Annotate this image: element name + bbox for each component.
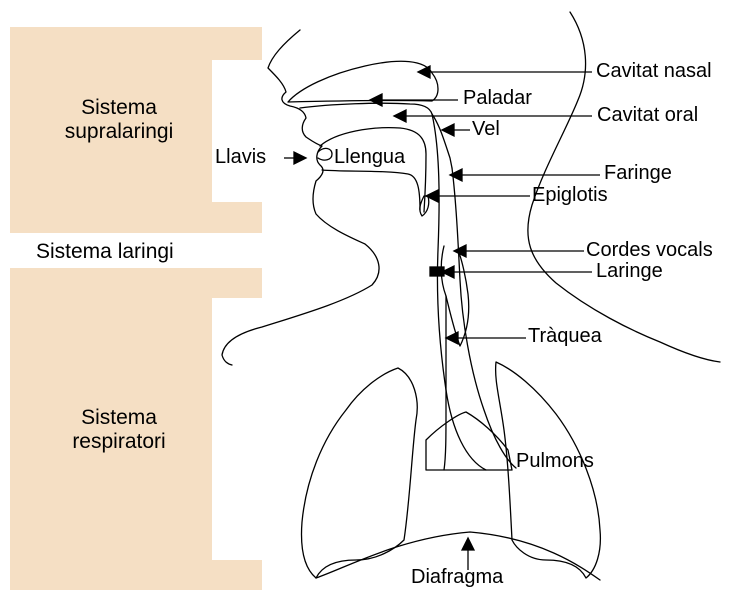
supralaryngeal-label-line1: Sistema bbox=[54, 96, 184, 120]
pharynx-front-wall bbox=[432, 114, 486, 470]
arrow-vel bbox=[442, 124, 470, 136]
label-epiglotis: Epiglotis bbox=[532, 184, 608, 207]
arrow-llavis bbox=[284, 152, 306, 164]
arrow-laringe bbox=[430, 266, 592, 278]
label-llengua: Llengua bbox=[334, 146, 405, 169]
label-faringe: Faringe bbox=[604, 162, 672, 185]
heart-outline bbox=[426, 412, 512, 470]
laryngeal-system-label: Sistema laringi bbox=[36, 240, 174, 264]
arrow-cavitat-nasal bbox=[418, 66, 592, 78]
face-profile-outline bbox=[222, 30, 379, 365]
label-traquea: Tràquea bbox=[528, 325, 602, 348]
label-cavitat-nasal: Cavitat nasal bbox=[596, 60, 712, 83]
arrow-traquea bbox=[446, 332, 526, 344]
label-paladar: Paladar bbox=[463, 87, 532, 110]
label-diafragma: Diafragma bbox=[411, 566, 503, 589]
lips-outline bbox=[318, 148, 332, 160]
nasal-cavity-outline bbox=[288, 61, 438, 102]
respiratory-system-label: Sistema respiratori bbox=[54, 406, 184, 454]
label-cordes-vocals: Cordes vocals bbox=[586, 239, 713, 262]
label-laringe: Laringe bbox=[596, 260, 663, 283]
respiratory-label-line1: Sistema bbox=[54, 406, 184, 430]
label-pulmons: Pulmons bbox=[516, 450, 594, 473]
oral-cavity-floor bbox=[322, 170, 420, 210]
arrow-epiglotis bbox=[426, 190, 530, 202]
label-vel: Vel bbox=[472, 118, 500, 141]
respiratory-label-line2: respiratori bbox=[54, 430, 184, 454]
supralaryngeal-label-line2: supralaringi bbox=[54, 120, 184, 144]
tongue-outline bbox=[320, 128, 426, 212]
label-cavitat-oral: Cavitat oral bbox=[597, 104, 698, 127]
arrow-cordes-vocals bbox=[454, 245, 584, 257]
arrow-faringe bbox=[450, 169, 600, 181]
pharynx-back-wall bbox=[452, 168, 516, 468]
supralaryngeal-system-label: Sistema supralaringi bbox=[54, 96, 184, 144]
label-llavis: Llavis bbox=[215, 146, 266, 169]
